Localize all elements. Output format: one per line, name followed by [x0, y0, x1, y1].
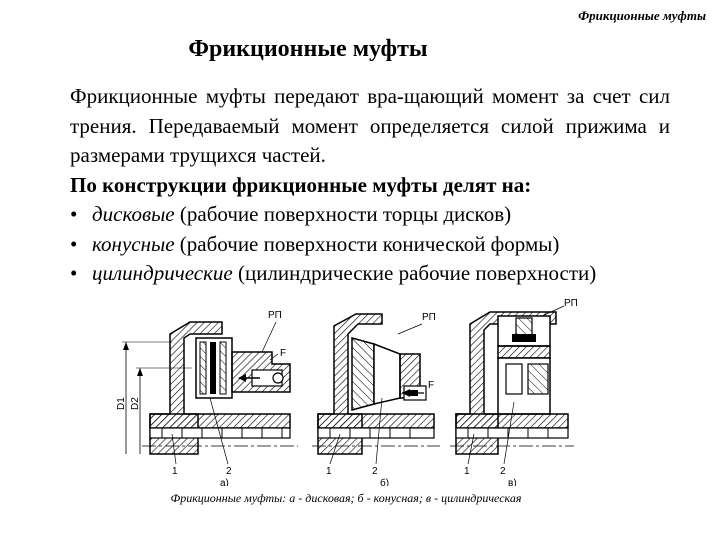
force-label-a: F: [280, 348, 286, 359]
disc-clutch-drawing: [122, 321, 298, 465]
part1-label-c: 1: [464, 466, 470, 477]
clutch-drawings: РП F D1 D2 1 2 а) РП F 1 2 б): [116, 298, 578, 486]
list-item: • дисковые (рабочие поверхности торцы дис…: [70, 200, 670, 230]
subfig-a-label: а): [220, 478, 229, 486]
cone-clutch-drawing: [312, 313, 440, 465]
classification-heading: По конструкции фрикционные муфты делят н…: [70, 172, 532, 197]
slide-title: Фрикционные муфты: [188, 36, 428, 62]
bullet-term: конусные: [92, 231, 175, 256]
list-item: • цилиндрические (цилиндрические рабочие …: [70, 259, 670, 289]
list-item: • конусные (рабочие поверхности коническо…: [70, 230, 670, 260]
intro-paragraph: Фрикционные муфты передают вра-щающий мо…: [70, 84, 670, 167]
rp-label-a: РП: [268, 310, 282, 321]
bullet-desc: (рабочие поверхности торцы дисков): [174, 202, 512, 226]
d2-label: D2: [130, 397, 141, 410]
rp-label-b: РП: [422, 312, 436, 323]
subfig-c-label: в): [508, 478, 517, 486]
subfig-b-label: б): [380, 477, 389, 486]
part1-label-b: 1: [326, 466, 332, 477]
cylindrical-clutch-drawing: [450, 305, 574, 465]
bullet-icon: •: [70, 231, 78, 256]
rp-label-c: РП: [564, 298, 578, 309]
bullet-term: цилиндрические: [92, 261, 233, 285]
bullet-desc: (цилиндрические рабочие поверхности): [232, 261, 597, 285]
part2-label-a: 2: [226, 466, 232, 477]
bullet-term: дисковые: [92, 202, 175, 226]
part2-label-b: 2: [372, 466, 378, 477]
part2-label-c: 2: [500, 466, 506, 477]
bullet-desc: (рабочие поверхности конической формы): [174, 231, 560, 256]
bullet-icon: •: [70, 261, 78, 285]
slide-body: Фрикционные муфты передают вра-щающий мо…: [70, 82, 670, 289]
bullet-icon: •: [70, 202, 78, 226]
figure-caption: Фрикционные муфты: а - дисковая; б - кон…: [170, 491, 522, 505]
clutch-type-list: • дисковые (рабочие поверхности торцы дис…: [70, 200, 670, 289]
corner-title: Фрикционные муфты: [578, 8, 706, 23]
d1-label: D1: [116, 397, 127, 410]
force-label-b: F: [428, 380, 434, 391]
part1-label-a: 1: [172, 466, 178, 477]
